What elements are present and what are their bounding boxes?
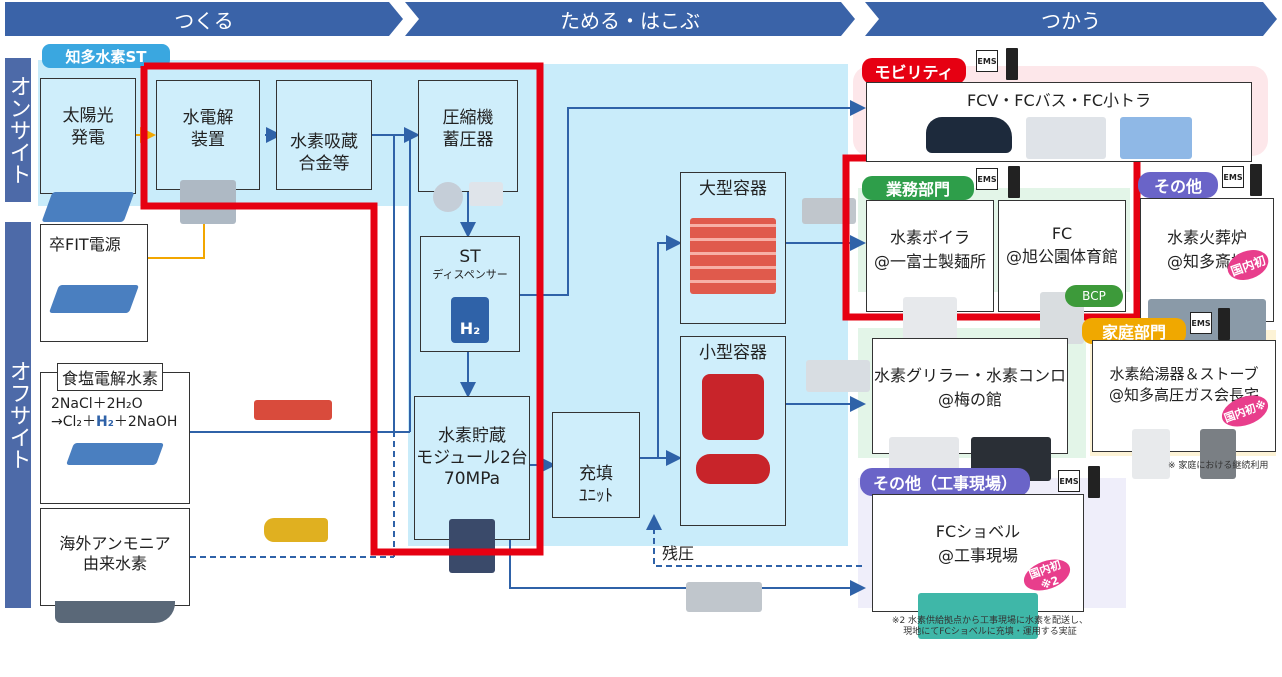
mobility-title: FCV・FCバス・FC小トラ — [966, 91, 1152, 110]
crematory-box: 水素火葬炉 @知多斎場 国内初 — [1140, 198, 1274, 353]
crane-truck-icon — [254, 400, 332, 420]
ems-icon: EMS — [976, 168, 998, 190]
electrolyzer-box: 水電解 装置 — [156, 80, 260, 224]
ammonia-label: 海外アンモニア 由来水素 — [59, 534, 171, 573]
fc-box: FC @旭公園体育館 BCP — [998, 200, 1126, 344]
stage-make: つくる — [5, 2, 403, 36]
ems-icon: EMS — [1058, 470, 1080, 492]
box-truck-icon — [806, 360, 870, 392]
fcv-car-icon — [926, 117, 1012, 153]
ems-icon: EMS — [976, 50, 998, 72]
construction-tag: その他（工事現場） — [860, 468, 1030, 496]
salt-eq-line1: 2NaCl＋2H₂O — [51, 396, 143, 412]
tank-truck-icon — [264, 518, 328, 542]
compressor-box: 圧縮機 蓄圧器 — [418, 80, 518, 212]
h2-pump-icon: H₂ — [451, 297, 489, 343]
water-heater-box: 水素給湯器＆ストーブ @知多高圧ガス会長宅 国内初※ — [1092, 340, 1276, 479]
side-offsite-label: オフサイト — [5, 360, 31, 470]
cylinder-truck-icon — [686, 582, 762, 612]
home-note: ※ 家庭における継続利用 — [1168, 461, 1269, 471]
server-tower-icon — [1250, 164, 1262, 196]
cartridge-icon — [696, 454, 770, 485]
lng-ship-icon — [55, 601, 175, 623]
fit-label: 卒FIT電源 — [49, 235, 121, 254]
filling-label: 充填 ﾕﾆｯﾄ — [579, 464, 613, 506]
small-container-box: 小型容器 — [680, 336, 786, 526]
small-container-label: 小型容器 — [699, 343, 767, 363]
salt-box: 食塩電解水素 2NaCl＋2H₂O →Cl₂＋H₂＋2NaOH — [40, 363, 190, 504]
solar-label: 太陽光 発電 — [62, 106, 114, 148]
fc-shovel-icon — [918, 593, 1038, 639]
electrolyzer-icon — [180, 180, 236, 224]
electrolyzer-label: 水電解 装置 — [182, 108, 234, 150]
dispenser-box: ST ディスペンサー H₂ — [420, 236, 520, 352]
heater-stove-icon — [1200, 429, 1236, 479]
solar-box: 太陽光 発電 — [40, 78, 136, 222]
dispenser-sublabel: ディスペンサー — [432, 268, 508, 282]
server-tower-icon — [1008, 166, 1020, 198]
shovel-label: FCショベル @工事現場 — [935, 522, 1021, 565]
ems-icon: EMS — [1190, 312, 1212, 334]
server-tower-icon — [1088, 466, 1100, 498]
stage-use-label: つかう — [1041, 8, 1101, 33]
stage-use: つかう — [865, 2, 1277, 36]
side-offsite: オフサイト — [5, 222, 31, 608]
storage-label: 水素貯蔵 モジュール2台 70MPa — [416, 426, 528, 489]
storage-module-icon — [449, 519, 495, 574]
mobility-box: FCV・FCバス・FC小トラ — [866, 82, 1252, 162]
boiler-label: 水素ボイラ @一富士製麺所 — [873, 228, 986, 271]
water-heater-label: 水素給湯器＆ストーブ @知多高圧ガス会長宅 — [1108, 365, 1259, 404]
large-container-label: 大型容器 — [699, 179, 767, 199]
alloy-box: 水素吸蔵 合金等 — [276, 80, 372, 190]
griller-box: 水素グリラー・水素コンロ @梅の館 — [872, 338, 1068, 481]
business-tag: 業務部門 — [862, 176, 974, 200]
dispenser-label: ST — [459, 247, 481, 267]
side-onsite: オンサイト — [5, 58, 31, 202]
bcp-badge: BCP — [1065, 285, 1123, 307]
residual-pressure-label: 残圧 — [662, 544, 695, 563]
side-onsite-label: オンサイト — [5, 75, 31, 185]
compressor-icon — [433, 182, 463, 212]
shovel-box: FCショベル @工事現場 国内初※2 — [872, 494, 1084, 639]
station-tag: 知多水素ST — [42, 44, 170, 68]
salt-equation: 2NaCl＋2H₂O →Cl₂＋H₂＋2NaOH — [41, 373, 189, 431]
fc-label: FC @旭公園体育館 — [1005, 224, 1118, 266]
compressor-label: 圧縮機 蓄圧器 — [442, 108, 494, 150]
accumulator-icon — [469, 182, 503, 206]
salt-title: 食塩電解水素 — [57, 363, 164, 391]
fit-box: 卒FIT電源 — [40, 224, 148, 342]
small-cylinder-icon — [702, 374, 764, 441]
ems-icon: EMS — [1222, 166, 1244, 188]
ammonia-box: 海外アンモニア 由来水素 — [40, 508, 190, 623]
shovel-note: ※2 水素供給拠点から工事現場に水素を配送し、 現地にてFCショベルに充填・運用… — [891, 616, 1089, 637]
fc-truck-icon — [1120, 117, 1192, 159]
stage-store: ためる・はこぶ — [405, 2, 855, 36]
home-tag: 家庭部門 — [1082, 318, 1186, 344]
griller-label: 水素グリラー・水素コンロ @梅の館 — [873, 366, 1066, 409]
water-heater-icon — [1132, 429, 1170, 479]
mobility-tag: モビリティ — [862, 58, 966, 84]
boiler-box: 水素ボイラ @一富士製麺所 — [866, 200, 994, 349]
server-tower-icon — [1006, 48, 1018, 80]
large-container-box: 大型容器 — [680, 172, 786, 324]
storage-box: 水素貯蔵 モジュール2台 70MPa — [414, 396, 530, 574]
fc-bus-icon — [1026, 117, 1106, 159]
cylinder-bundle-icon — [690, 218, 776, 295]
stage-store-label: ためる・はこぶ — [560, 8, 700, 33]
stage-make-label: つくる — [174, 8, 234, 33]
server-tower-icon — [1218, 308, 1230, 340]
alloy-label: 水素吸蔵 合金等 — [290, 132, 358, 174]
other-tag: その他 — [1138, 172, 1218, 198]
filling-box: 充填 ﾕﾆｯﾄ — [552, 412, 640, 518]
